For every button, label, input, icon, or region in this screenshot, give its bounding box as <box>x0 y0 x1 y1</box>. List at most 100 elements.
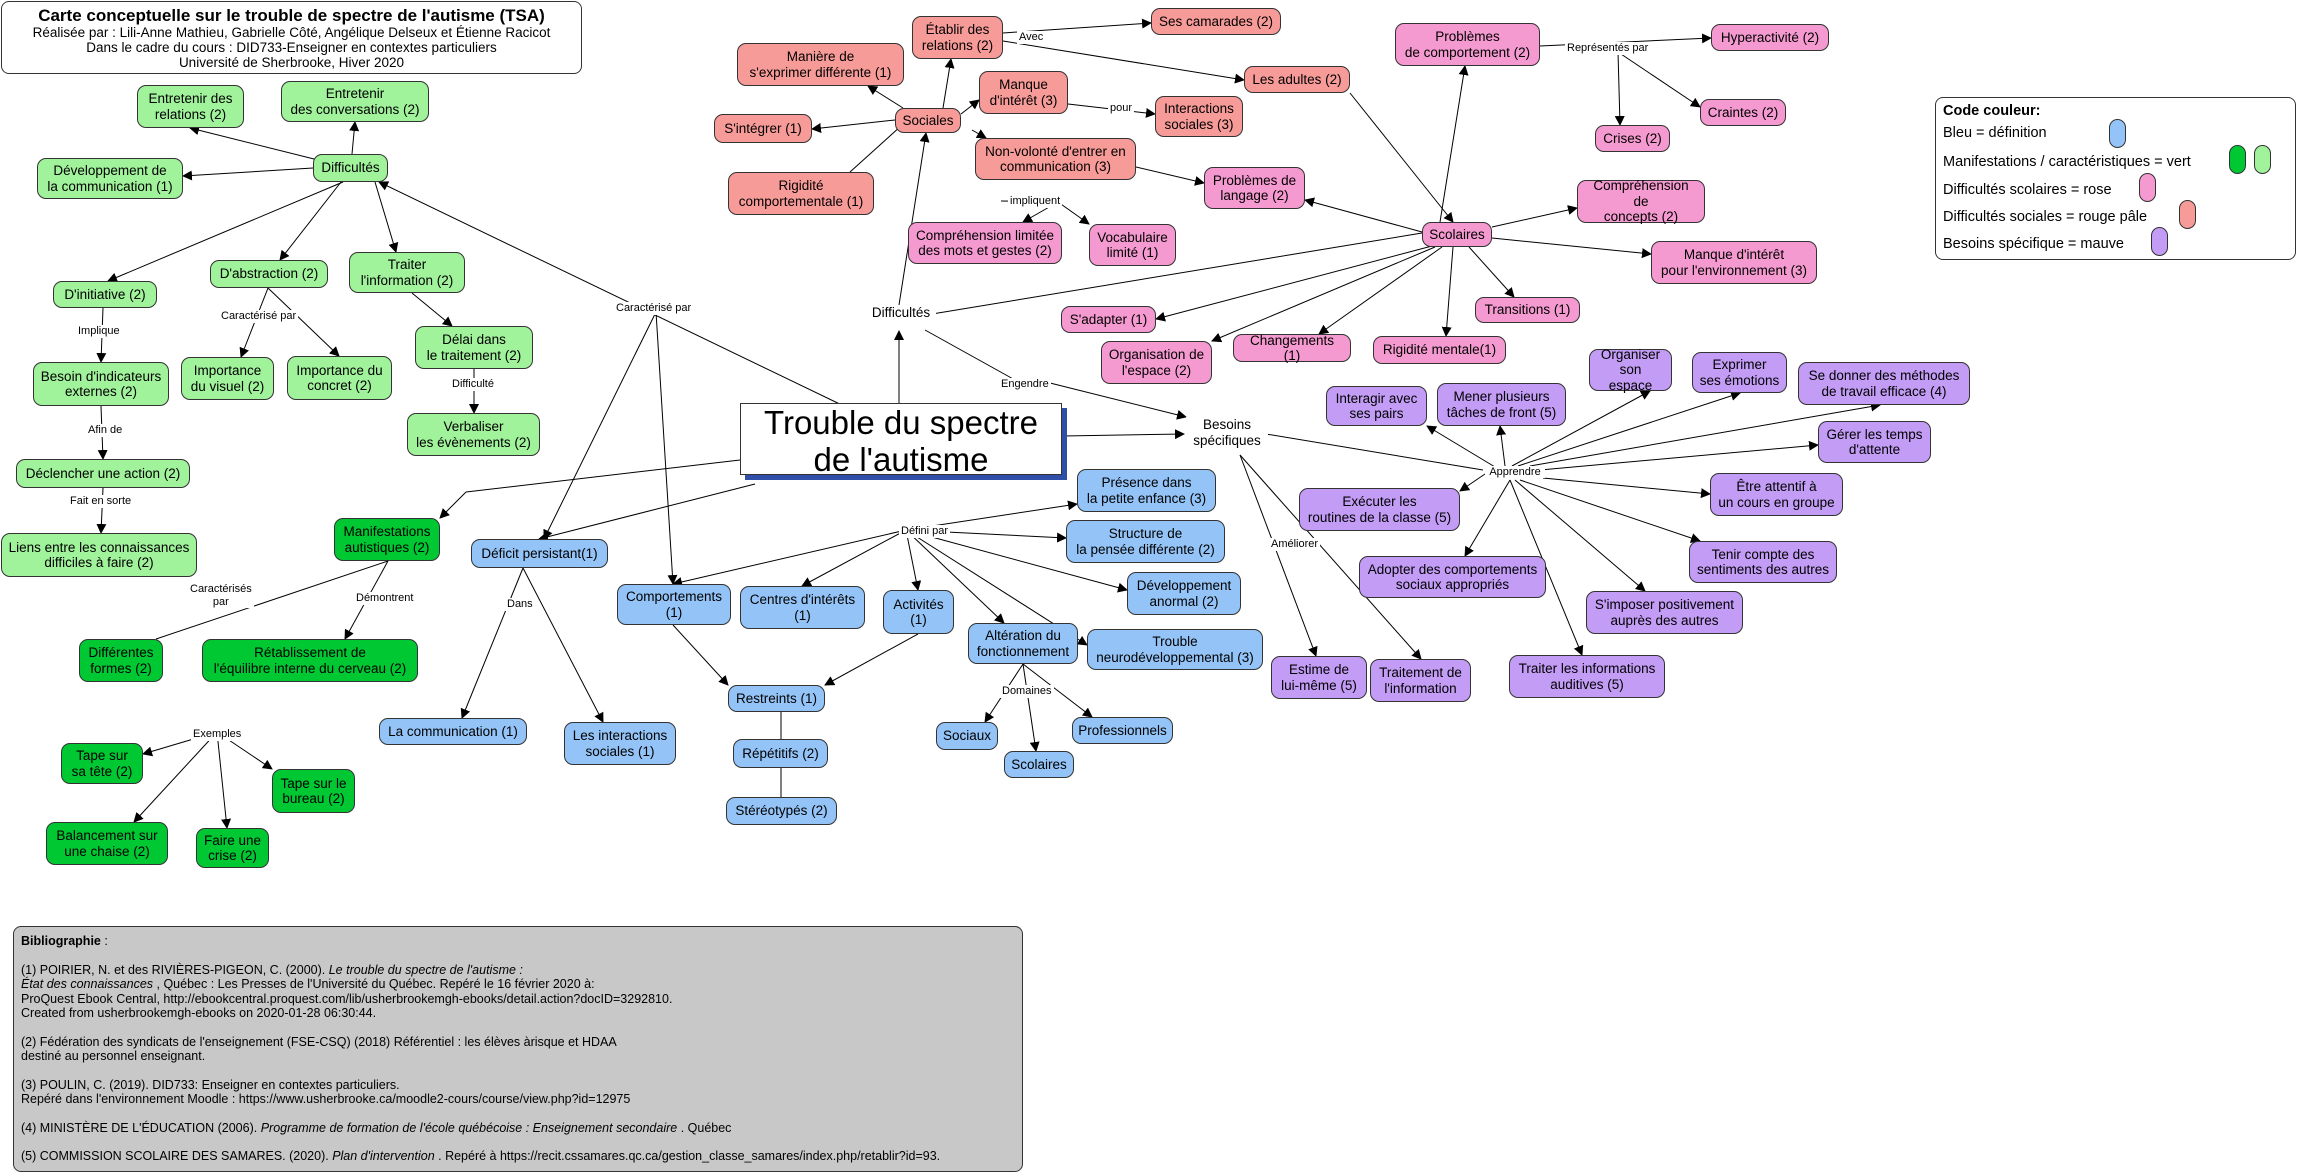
node-faire-crise: Faire une crise (2) <box>196 828 269 868</box>
node-sadapter: S'adapter (1) <box>1061 306 1156 333</box>
node-scolaires-blue: Scolaires <box>1004 751 1074 778</box>
connector-line <box>1464 479 1511 557</box>
connector-line <box>824 633 919 686</box>
connector-line <box>374 181 399 253</box>
edge-label-dans: Dans <box>505 598 535 611</box>
edge-label-caracterises-par: Caractérisés par <box>188 583 254 608</box>
node-importance-visuel: Importance du visuel (2) <box>181 357 274 400</box>
node-rigidite-comportementale: Rigidité comportementale (1) <box>728 172 874 215</box>
node-verbaliser-evenements: Verbaliser les évènements (2) <box>407 413 540 456</box>
connector-line <box>460 567 524 719</box>
connector-line <box>1439 65 1469 223</box>
node-deficit-persistant: Déficit persistant(1) <box>471 539 608 568</box>
connector-line <box>1002 40 1245 84</box>
connector-line <box>378 181 849 409</box>
connector-line <box>522 567 604 723</box>
node-difficultes-central: Difficultés <box>866 305 936 321</box>
node-hyperactivite: Hyperactivité (2) <box>1711 24 1829 51</box>
node-entretenir-relations: Entretenir des relations (2) <box>137 85 244 128</box>
node-manque-interet-social: Manque d'intérêt (3) <box>979 71 1068 114</box>
node-tape-bureau: Tape sur le bureau (2) <box>272 769 355 813</box>
legend-row-pink: Difficultés scolaires = rose <box>1943 182 2112 198</box>
connector-line <box>905 529 1005 624</box>
reference-4-title: Programme de formation de l'école québéc… <box>260 1120 678 1135</box>
color-legend: Code couleur: Bleu = définition Manifest… <box>1935 97 2296 260</box>
connector-line <box>155 560 389 640</box>
connector-line <box>538 483 756 542</box>
legend-row-red: Difficultés sociales = rouge pâle <box>1943 209 2148 225</box>
edge-label-representes-par: Représentés par <box>1565 42 1651 55</box>
node-balancement-chaise: Balancement sur une chaise (2) <box>46 822 168 865</box>
connector-line <box>672 529 907 587</box>
connector-line <box>867 85 904 109</box>
reference-4-authors: (4) MINISTÈRE DE L'ÉDUCATION (2006). <box>21 1120 261 1135</box>
reference-5: (5) COMMISSION SCOLAIRE DES SAMARES. (20… <box>21 1149 1015 1164</box>
legend-swatch-pink <box>2139 173 2156 202</box>
connector-line <box>279 181 342 261</box>
node-traitement-information: Traitement de l'information <box>1370 659 1471 702</box>
node-etablir-relations: Établir des relations (2) <box>912 16 1003 59</box>
connector-line <box>1468 246 1515 298</box>
node-restreints: Restreints (1) <box>728 685 825 712</box>
connector-line <box>543 311 657 540</box>
edge-label-implique: Implique <box>76 325 122 338</box>
node-tenir-compte-sentiments: Tenir compte des sentiments des autres <box>1689 541 1837 583</box>
node-gerer-temps-attente: Gérer les temps d'attente <box>1818 421 1931 463</box>
connector-line <box>849 125 902 173</box>
connector-line <box>898 132 930 306</box>
node-changements: Changements (1) <box>1233 333 1351 363</box>
node-transitions: Transitions (1) <box>1475 297 1580 323</box>
connector-line <box>1062 429 1185 440</box>
node-professionnels: Professionnels <box>1072 717 1173 744</box>
connector-line <box>1135 166 1205 186</box>
university-line: Université de Sherbrooke, Hiver 2020 <box>178 55 405 70</box>
node-besoin-indicateurs: Besoin d'indicateurs externes (2) <box>33 362 169 406</box>
bibliography-colon: : <box>100 934 108 948</box>
node-estime-soi: Estime de lui-même (5) <box>1271 656 1367 699</box>
node-la-communication: La communication (1) <box>379 718 527 745</box>
node-centres-interets: Centres d'intérêts (1) <box>740 586 865 629</box>
connector-line <box>1491 237 1652 259</box>
node-retablissement-equilibre: Rétablissement de l'équilibre interne du… <box>202 639 418 682</box>
connector-line <box>1519 479 1701 543</box>
connector-line <box>1318 246 1443 335</box>
bibliography-box: Bibliographie : (1) POIRIER, N. et des R… <box>13 926 1023 1172</box>
node-developpement-anormal: Développement anormal (2) <box>1127 572 1241 615</box>
node-activites: Activités (1) <box>883 590 954 634</box>
edge-label-impliquent: impliquent <box>1008 195 1063 208</box>
node-repetitifs: Répétitifs (2) <box>733 739 828 768</box>
legend-swatch-dark-green <box>2229 145 2246 174</box>
connector-line <box>1517 391 1741 467</box>
legend-title: Code couleur: <box>1943 103 2041 119</box>
reference-5-authors: (5) COMMISSION SCOLAIRE DES SAMARES. (20… <box>21 1149 333 1163</box>
connector-line <box>1155 245 1433 322</box>
edge-label-pour: pour <box>1108 102 1135 115</box>
connector-line <box>267 287 340 357</box>
node-tape-tete: Tape sur sa tête (2) <box>61 743 143 784</box>
node-exprimer-emotions: Exprimer ses émotions <box>1692 352 1787 393</box>
node-mener-taches: Mener plusieurs tâches de front (5) <box>1437 383 1566 426</box>
legend-row-blue: Bleu = définition <box>1943 125 2047 141</box>
reference-1-authors: (1) POIRIER, N. et des RIVIÈRES-PIGEON, … <box>21 962 329 977</box>
connector-line <box>1426 425 1501 471</box>
node-maniere-exprimer: Manière de s'exprimer différente (1) <box>737 43 904 86</box>
connector-line <box>465 459 741 493</box>
central-concept: Trouble du spectre de l'autisme <box>740 403 1062 478</box>
connector-line <box>1022 663 1040 752</box>
page-title: Carte conceptuelle sur le trouble de spe… <box>38 6 545 25</box>
node-etre-attentif: Être attentif à un cours en groupe <box>1710 473 1843 516</box>
node-organisation-espace: Organisation de l'espace (2) <box>1101 341 1212 384</box>
connector-line <box>1514 479 1646 592</box>
node-differentes-formes: Différentes formes (2) <box>79 639 163 682</box>
node-alteration-fonctionnement: Altération du fonctionnement <box>968 623 1078 664</box>
node-developpement-communication: Développement de la communication (1) <box>37 158 183 199</box>
node-scolaires-pink: Scolaires <box>1422 222 1492 247</box>
node-apprendre: Apprendre <box>1485 466 1545 478</box>
bibliography-heading-line: Bibliographie : <box>21 934 1015 949</box>
node-entretenir-conversations: Entretenir des conversations (2) <box>281 81 429 122</box>
reference-5-details: . Repéré à https://recit.cssamares.qc.ca… <box>434 1149 941 1163</box>
bibliography-heading: Bibliographie <box>21 934 101 948</box>
edge-label-avec: Avec <box>1017 31 1046 44</box>
node-les-adultes: Les adultes (2) <box>1244 66 1350 93</box>
